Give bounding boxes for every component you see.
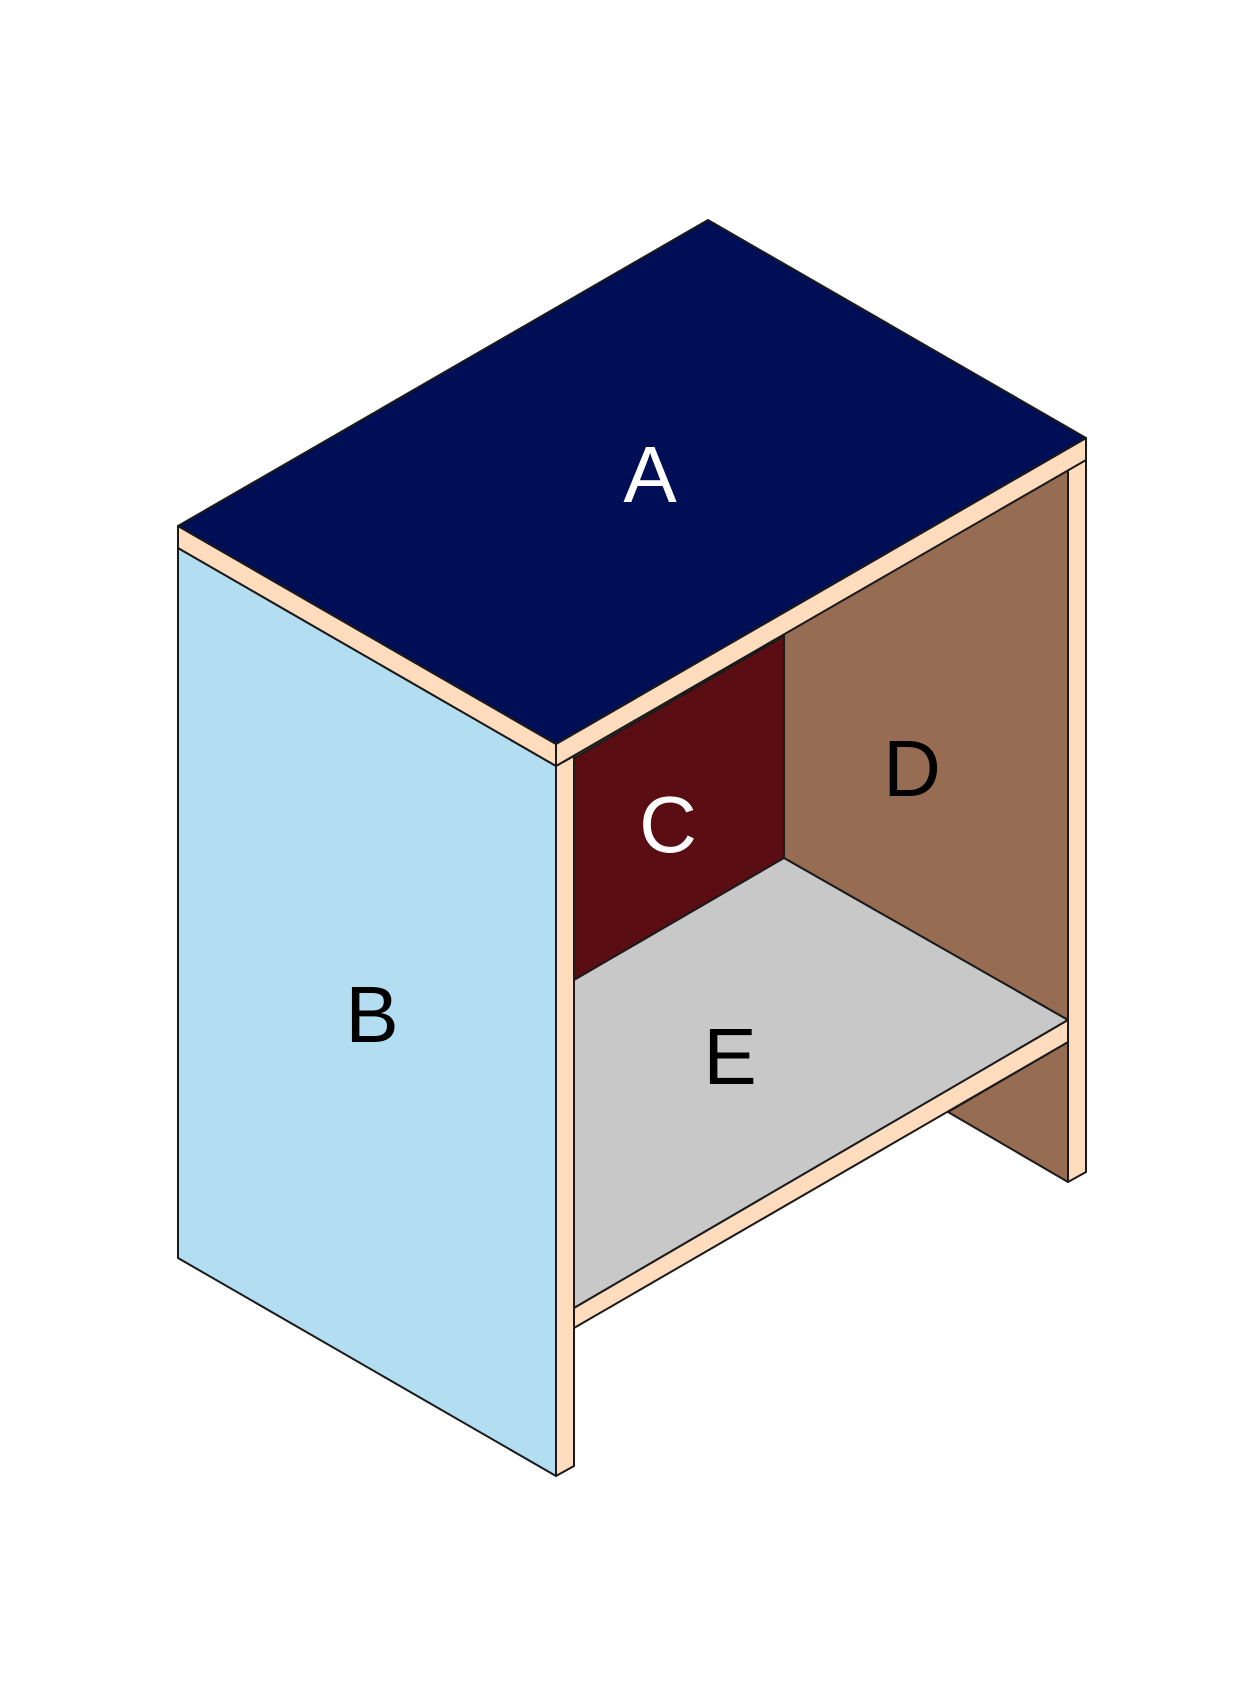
label-a: A (623, 430, 677, 519)
left-side-edge (555, 755, 575, 1477)
label-c: C (639, 780, 697, 869)
label-d: D (883, 724, 941, 813)
panel-a (177, 219, 1087, 745)
label-e: E (703, 1012, 756, 1101)
right-side-edge (1067, 451, 1087, 1183)
label-b: B (345, 970, 398, 1059)
